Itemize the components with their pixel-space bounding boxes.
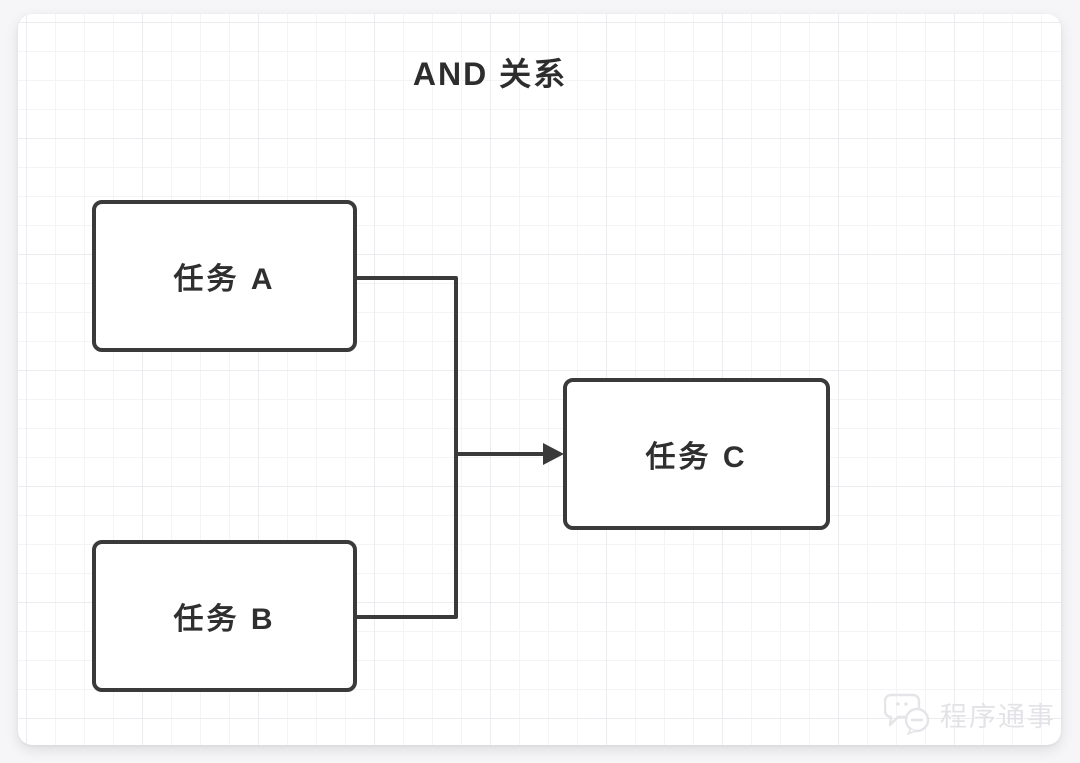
watermark: 程序通事 [884,692,1056,736]
node-task-c: 任务 C [563,378,830,530]
watermark-text: 程序通事 [940,701,1056,732]
node-task-b-label: 任务 B [173,603,276,636]
diagram-title: AND 关系 [412,56,568,92]
chat-bubbles-icon [884,693,930,735]
node-task-a-label: 任务 A [173,263,276,296]
node-task-b: 任务 B [92,540,357,692]
node-task-a: 任务 A [92,200,357,352]
node-task-c-label: 任务 C [645,441,748,474]
